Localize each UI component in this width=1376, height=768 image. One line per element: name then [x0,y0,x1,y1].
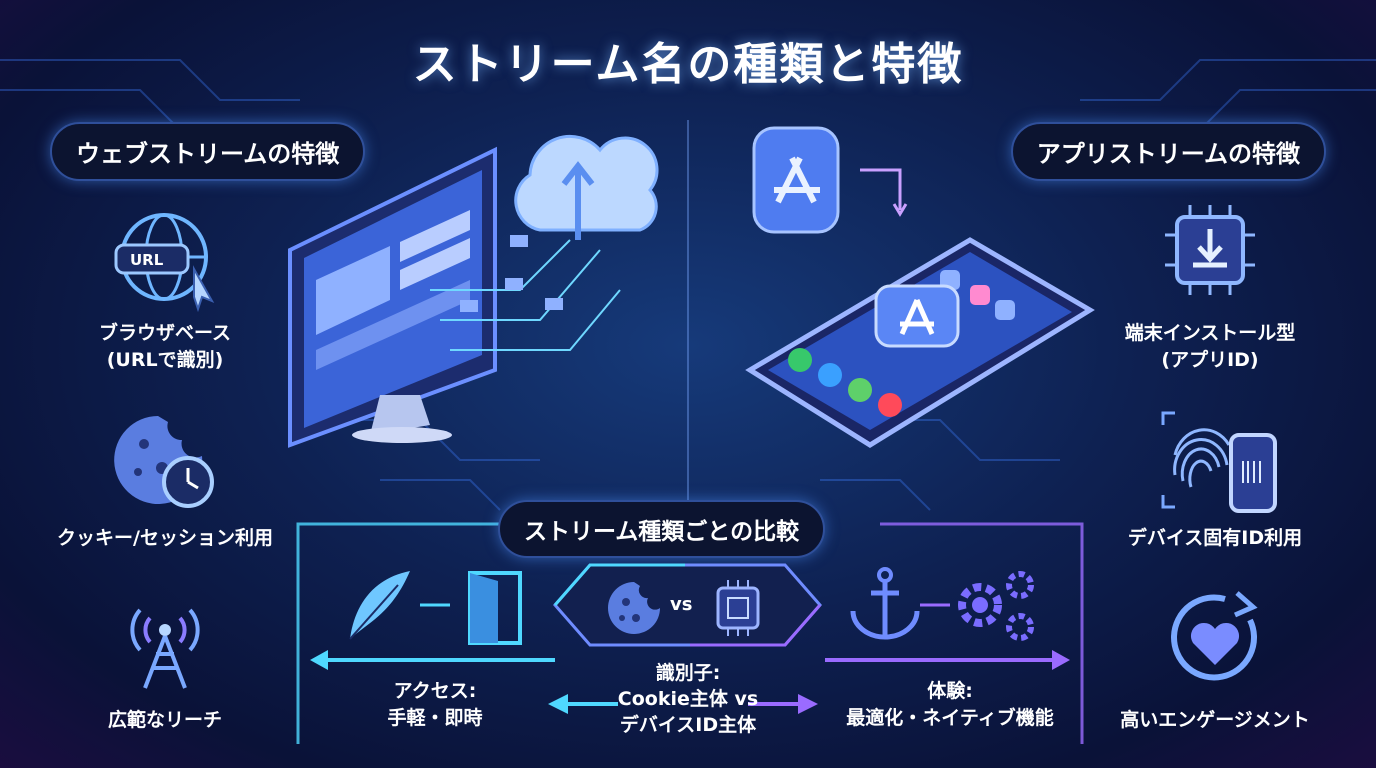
web-item-cookie-session: クッキー/セッション利用 [57,527,273,549]
identifier-label: 識別子: Cookie主体 vs デバイスID主体 [617,662,759,736]
sync-arrows [860,168,908,217]
app-store-icon [752,126,840,234]
cloud-upload-icon [514,134,659,240]
web-item-wide-reach: 広範なリーチ [107,709,222,731]
gears-icon [920,571,1034,641]
anchor-icon [850,567,920,640]
app-item-device-id: デバイス固有ID利用 [1127,527,1303,549]
access-arrow [310,650,555,670]
comparison-heading: ストリーム種類ごとの比較 [498,500,826,558]
web-item-browser-based: ブラウザベース (URLで識別) [98,322,232,371]
door-icon [420,571,522,645]
access-label: アクセス: 手軽・即時 [387,680,483,729]
antenna-icon [120,590,210,690]
identifier-arrows [548,694,818,714]
heart-cycle-icon [1165,585,1270,690]
cookie-icon [608,582,660,634]
experience-label: 体験: 最適化・ネイティブ機能 [846,680,1054,729]
cookie-clock-icon [110,410,220,510]
floating-app-icon [874,284,960,348]
experience-arrow [825,650,1070,670]
download-chip-icon [1165,205,1255,295]
page-title: ストリーム名の種類と特徴 [412,39,964,90]
web-stream-heading: ウェブストリームの特徴 [50,122,366,181]
feather-icon [349,571,410,640]
vs-label: vs [670,594,693,615]
globe-url-icon: URL [112,205,222,315]
monitor-stand [352,395,452,443]
desktop-monitor-illustration [288,146,497,448]
comparison-frame [296,522,1084,744]
fingerprint-phone-icon [1155,405,1285,515]
app-item-engagement: 高いエンゲージメント [1120,709,1310,731]
app-item-installed: 端末インストール型 (アプリID) [1124,322,1296,371]
chip-icon [716,580,760,636]
url-badge-text: URL [130,251,164,269]
app-stream-heading: アプリストリームの特徴 [1010,122,1326,181]
data-flow-lines [430,235,621,351]
